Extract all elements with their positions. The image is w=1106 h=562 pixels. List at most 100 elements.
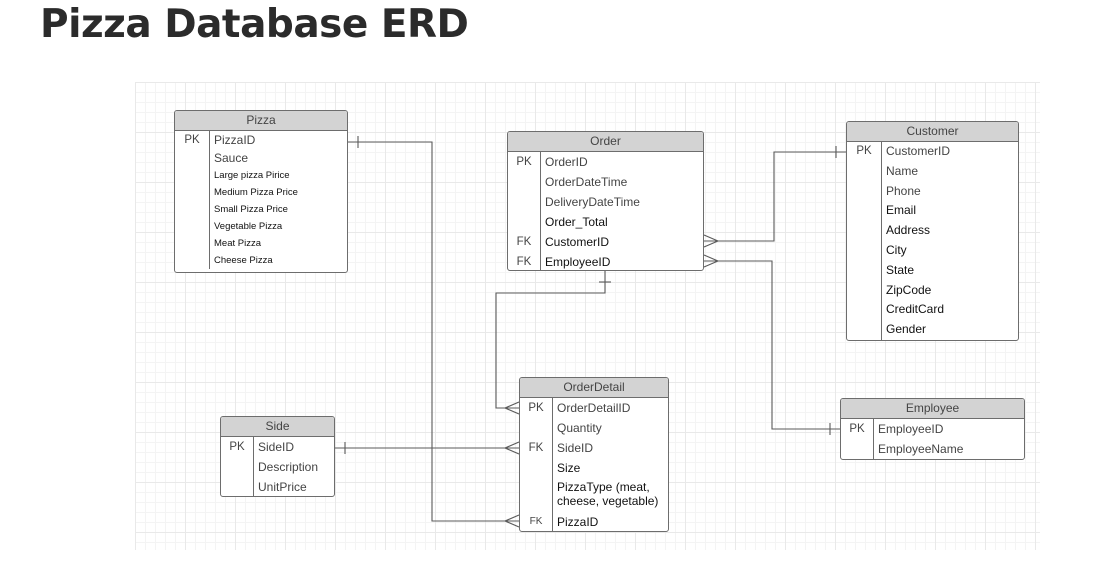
attribute-name: Quantity: [557, 421, 602, 435]
attribute-row: FK PizzaID: [520, 511, 668, 531]
entity-header: Employee: [841, 399, 1024, 419]
key-label: [175, 184, 209, 201]
entity-rows: PK OrderDetailID Quantity FK SideID Size P…: [520, 398, 668, 531]
key-label: PK: [516, 156, 532, 168]
attribute-row: Small Pizza Price: [175, 201, 347, 218]
attribute-row: Large pizza Pirice: [175, 167, 347, 184]
attribute-name: EmployeeID: [878, 422, 944, 436]
key-label: [847, 281, 881, 301]
attribute-row: DeliveryDateTime: [508, 192, 703, 212]
key-label: PK: [229, 441, 245, 453]
entity-side[interactable]: Side PK SideID Description UnitPrice: [220, 416, 335, 497]
attribute-row: OrderDateTime: [508, 172, 703, 192]
attribute-row: PK SideID: [221, 437, 334, 457]
attribute-name: OrderDateTime: [545, 175, 628, 189]
attribute-name: Description: [258, 460, 319, 474]
attribute-row: Email: [847, 201, 1018, 221]
key-label: [847, 162, 881, 182]
attribute-row: Name: [847, 162, 1018, 182]
entity-header: Side: [221, 417, 334, 437]
attribute-row: PizzaType (meat, cheese, vegetable): [520, 478, 668, 511]
attribute-row: Quantity: [520, 418, 668, 438]
entity-order[interactable]: Order PK OrderID OrderDateTime DeliveryDa…: [507, 131, 704, 271]
attribute-name: CustomerID: [886, 144, 951, 158]
attribute-row: ZipCode: [847, 281, 1018, 301]
attribute-row: Medium Pizza Price: [175, 184, 347, 201]
attribute-name: City: [886, 242, 907, 257]
attribute-name: Vegetable Pizza: [214, 221, 283, 232]
key-label: [847, 241, 881, 261]
attribute-name: UnitPrice: [258, 480, 307, 494]
entity-pizza[interactable]: Pizza PK PizzaID Sauce Large pizza Pirice…: [174, 110, 348, 273]
attribute-name: State: [886, 262, 915, 277]
key-label: [847, 300, 881, 320]
key-label: [520, 458, 552, 478]
key-label: [520, 478, 552, 511]
key-label: [175, 149, 209, 167]
key-label: [175, 235, 209, 252]
entity-rows: PK OrderID OrderDateTime DeliveryDateTime…: [508, 152, 703, 270]
entity-header: OrderDetail: [520, 378, 668, 398]
attribute-name: CustomerID: [545, 235, 610, 249]
attribute-name: Email: [886, 203, 917, 218]
key-label: PK: [849, 423, 865, 435]
key-label: FK: [516, 256, 532, 268]
entity-orderdetail[interactable]: OrderDetail PK OrderDetailID Quantity FK S…: [519, 377, 669, 532]
attribute-row: Meat Pizza: [175, 235, 347, 252]
attribute-name: OrderDetailID: [557, 401, 631, 415]
attribute-row: Gender: [847, 320, 1018, 340]
attribute-row: Cheese Pizza: [175, 252, 347, 269]
attribute-name: EmployeeID: [545, 255, 611, 269]
attribute-row: UnitPrice: [221, 477, 334, 496]
key-label: [520, 418, 552, 438]
attribute-row: Order_Total: [508, 212, 703, 232]
key-label: [175, 201, 209, 218]
attribute-row: Address: [847, 221, 1018, 241]
attribute-row: Sauce: [175, 149, 347, 167]
attribute-name: PizzaID: [557, 515, 599, 529]
attribute-name: SideID: [258, 440, 295, 454]
entity-employee[interactable]: Employee PK EmployeeID EmployeeName: [840, 398, 1025, 460]
key-label: PK: [528, 402, 544, 414]
attribute-name: PizzaType (meat, cheese, vegetable): [557, 480, 659, 508]
attribute-name: Size: [557, 461, 581, 475]
attribute-name: PizzaID: [214, 133, 256, 147]
key-label: [175, 167, 209, 184]
attribute-name: OrderID: [545, 155, 588, 169]
key-label: [847, 261, 881, 281]
attribute-row: Phone: [847, 182, 1018, 202]
key-label: [221, 457, 253, 477]
attribute-name: ZipCode: [886, 282, 932, 297]
attribute-row: PK PizzaID: [175, 131, 347, 149]
attribute-row: City: [847, 241, 1018, 261]
attribute-name: Gender: [886, 322, 927, 337]
key-label: FK: [529, 516, 543, 527]
attribute-name: Address: [886, 223, 931, 238]
key-label: PK: [184, 134, 200, 146]
entity-header: Order: [508, 132, 703, 152]
attribute-name: Sauce: [214, 151, 249, 165]
key-label: [221, 477, 253, 496]
attribute-row: CreditCard: [847, 300, 1018, 320]
key-label: [508, 172, 540, 192]
key-label: [508, 212, 540, 232]
key-label: [841, 439, 873, 459]
entity-header: Customer: [847, 122, 1018, 142]
key-label: [847, 221, 881, 241]
attribute-name: Small Pizza Price: [214, 204, 288, 215]
attribute-name: Medium Pizza Price: [214, 187, 298, 198]
key-label: [175, 218, 209, 235]
attribute-name: Meat Pizza: [214, 238, 261, 249]
attribute-row: FK EmployeeID: [508, 252, 703, 270]
attribute-row: PK OrderID: [508, 152, 703, 172]
key-label: FK: [528, 442, 544, 454]
attribute-row: State: [847, 261, 1018, 281]
entity-header: Pizza: [175, 111, 347, 131]
attribute-name: CreditCard: [886, 302, 945, 317]
attribute-name: SideID: [557, 441, 594, 455]
attribute-row: EmployeeName: [841, 439, 1024, 459]
entity-rows: PK PizzaID Sauce Large pizza Pirice Mediu…: [175, 131, 347, 269]
